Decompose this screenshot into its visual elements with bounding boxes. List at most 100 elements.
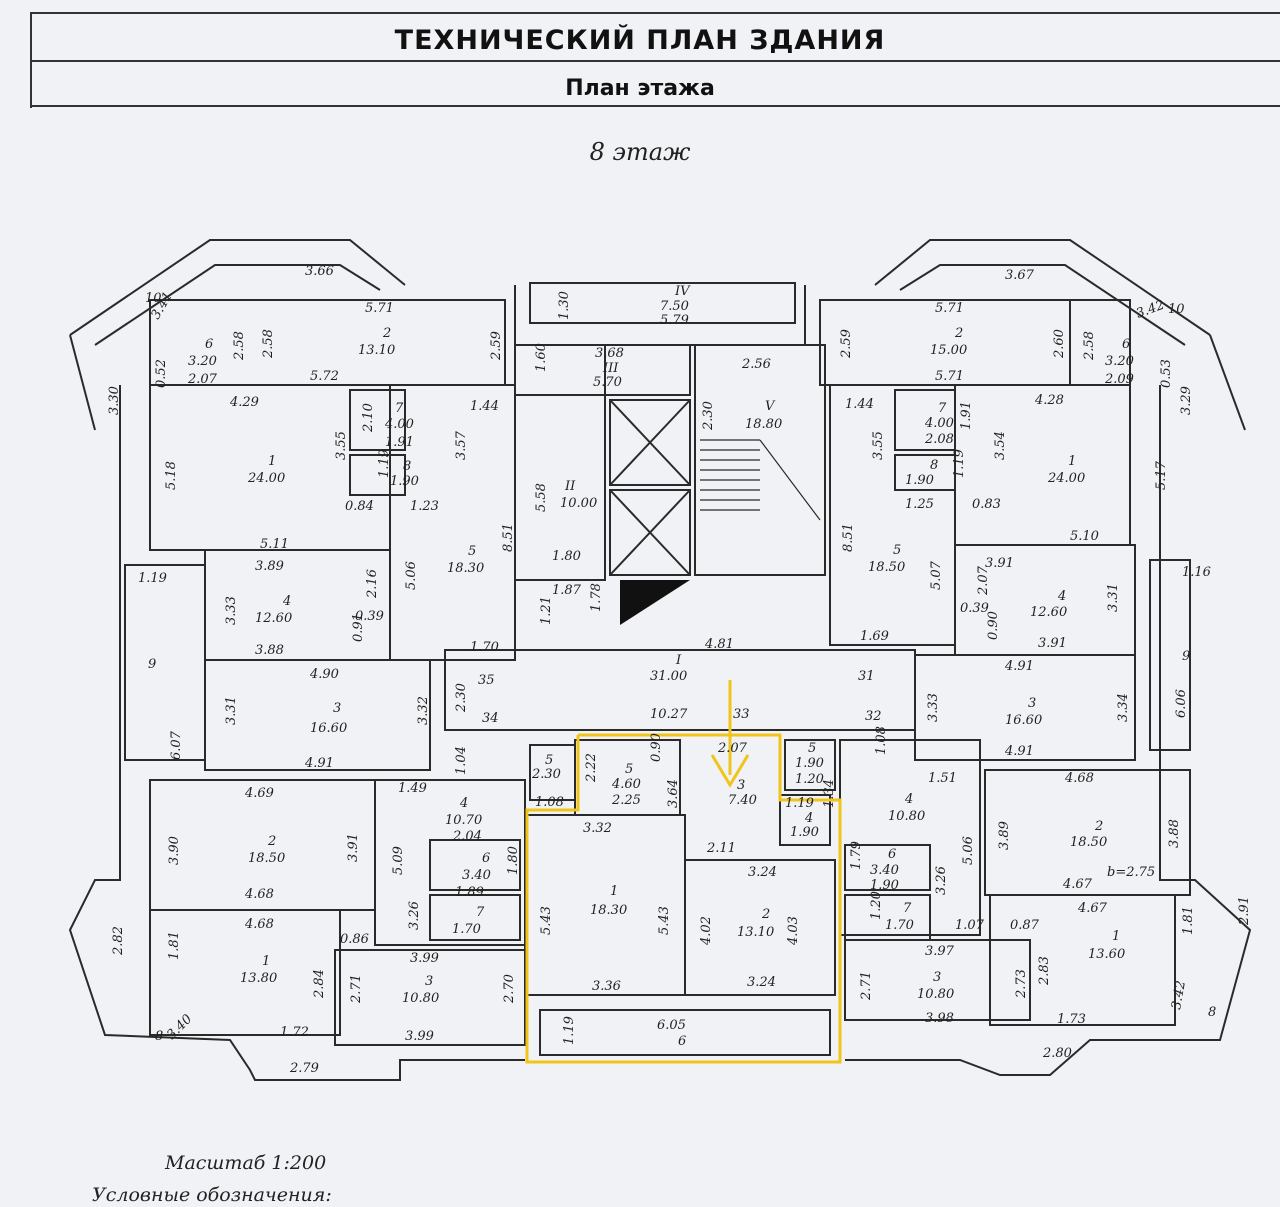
dim-label: 2.04 <box>452 829 482 844</box>
room-number: 1 <box>610 884 618 899</box>
room-number: 4 <box>904 792 913 807</box>
dim-label: 6.07 <box>169 730 184 760</box>
dim-label: 3.33 <box>224 596 239 625</box>
room-area: 3.20 <box>1105 354 1134 369</box>
legend-label: Условные обозначения: <box>92 1184 332 1206</box>
dim-label: 1.20 <box>795 772 824 787</box>
room-area: 10.80 <box>402 991 439 1006</box>
dim-label: 1.81 <box>167 931 182 960</box>
room-area: 13.10 <box>737 925 774 940</box>
dim-label: 1.19 <box>952 449 967 478</box>
right-top-bay-inner <box>899 264 1186 346</box>
dim-label: 3.97 <box>925 944 955 959</box>
dim-label: 1.08 <box>535 795 564 810</box>
dim-label: 1.44 <box>470 399 499 414</box>
left-wing-labels: 3.66 10 3.41 3.30 5.71 2 13.10 2.58 2.59… <box>107 264 521 1076</box>
dim-label: 1.78 <box>589 583 604 612</box>
room-number: 8 <box>403 459 411 474</box>
dim-label: 1.21 <box>539 596 554 625</box>
dim-label: 10 <box>145 291 162 306</box>
subtitle-divider <box>30 105 1280 107</box>
room-area: 1.70 <box>452 922 481 937</box>
dim-label: 4.68 <box>1064 771 1094 786</box>
core-room-V <box>694 344 826 576</box>
room-number: 2 <box>761 907 770 922</box>
dim-label: 1.44 <box>845 397 874 412</box>
dim-label: 3.98 <box>925 1011 954 1026</box>
room-number: 3 <box>333 701 341 716</box>
room-area: 15.00 <box>930 343 967 358</box>
dim-label: 3.30 <box>107 386 122 415</box>
dim-label: 3.91 <box>346 833 361 862</box>
dim-label: 0.52 <box>154 359 169 388</box>
room-number: 6 <box>482 851 490 866</box>
dim-label: 8.51 <box>501 523 516 552</box>
dim-label: 5.06 <box>961 836 976 865</box>
stairs <box>700 439 821 521</box>
room-number: 2 <box>382 326 391 341</box>
room-area: 3.40 <box>462 868 491 883</box>
dim-label: 2.71 <box>349 974 364 1004</box>
room-number: 6 <box>205 337 213 352</box>
dim-label: 5.10 <box>1070 529 1099 544</box>
apt-room-4 <box>779 794 831 846</box>
room-area: 4.00 <box>384 417 414 432</box>
dim-label: 1.60 <box>534 343 549 372</box>
room-area: 1.70 <box>885 918 914 933</box>
room-number: 9 <box>148 657 156 672</box>
dim-label: 3.26 <box>407 901 422 930</box>
room-area: 16.60 <box>310 721 347 736</box>
room-number: 3 <box>933 970 941 985</box>
dim-label: 4.29 <box>229 395 259 410</box>
dim-label: 1.19 <box>785 796 814 811</box>
room-area: 7.50 <box>660 299 689 314</box>
dim-label: 1.19 <box>377 449 392 478</box>
dim-label: 2.16 <box>365 569 380 599</box>
dim-label: 2.10 <box>361 403 376 433</box>
left-top-bay-outer <box>69 239 406 336</box>
dim-label: 1.16 <box>1182 565 1211 580</box>
dim-label: 4.02 <box>699 916 714 946</box>
dim-label: 2.56 <box>741 357 771 372</box>
dim-label: 31 <box>858 669 875 684</box>
dim-label: 3.88 <box>1167 819 1182 848</box>
dim-label: 1.80 <box>506 846 521 875</box>
dim-label: 3.68 <box>595 346 624 361</box>
dim-label: 4.69 <box>244 786 274 801</box>
dim-label: 0.84 <box>345 499 374 514</box>
core-room-III <box>514 344 691 396</box>
room-area: 4.00 <box>924 416 954 431</box>
room-area: 4.60 <box>611 777 641 792</box>
elevator-2-x2 <box>609 489 691 576</box>
room-area: 18.50 <box>868 560 905 575</box>
dim-label: 0.83 <box>972 497 1001 512</box>
left-outline <box>68 385 525 1081</box>
left-room-1b <box>149 909 341 1036</box>
page-subtitle: План этажа <box>565 76 715 101</box>
room-number: 6 <box>888 847 896 862</box>
apt-room-5r <box>784 739 836 791</box>
room-area: 1.90 <box>790 825 819 840</box>
dim-label: 4.03 <box>786 916 801 946</box>
dim-label: 4.68 <box>244 917 274 932</box>
scale-label: Масштаб 1:200 <box>165 1152 327 1174</box>
room-number: 4 <box>459 796 468 811</box>
dim-label: 1.79 <box>849 841 864 870</box>
dim-label: 5.72 <box>310 369 339 384</box>
dim-label: 2.07 <box>717 741 748 756</box>
apt-room-2 <box>684 859 836 996</box>
dim-label: 5.18 <box>164 461 179 490</box>
dim-label: 2.11 <box>706 841 736 856</box>
dim-label: 3.90 <box>167 836 182 865</box>
room-area: 3.40 <box>870 863 899 878</box>
left-room-6b <box>429 839 521 891</box>
dim-label: 4.67 <box>1077 901 1108 916</box>
room-area: 10.80 <box>917 987 954 1002</box>
dim-label: 3.57 <box>454 430 469 460</box>
room-area: 12.60 <box>255 611 292 626</box>
walls <box>68 239 1252 1081</box>
room-number: 2 <box>267 834 276 849</box>
dim-label: 6.06 <box>1174 689 1189 718</box>
dim-label: 3.91 <box>1038 636 1067 651</box>
right-room-1 <box>954 384 1131 546</box>
